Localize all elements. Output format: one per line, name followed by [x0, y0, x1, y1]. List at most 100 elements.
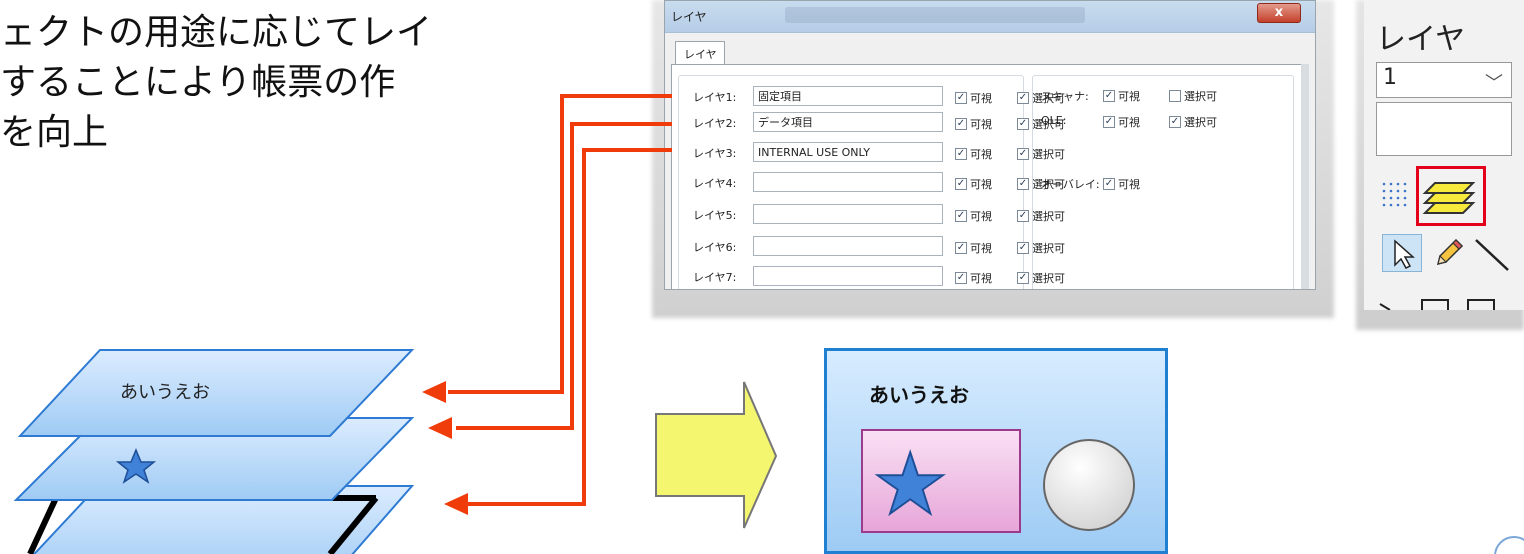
visible-checkbox[interactable]: 可視 — [955, 146, 992, 162]
chevron-down-icon: ﹀ — [1485, 73, 1503, 94]
checkbox-label: 可視 — [970, 148, 992, 161]
checkbox-label: 可視 — [970, 242, 992, 255]
checkbox-box[interactable] — [1017, 118, 1029, 130]
selectable-checkbox[interactable]: 選択可 — [1017, 208, 1065, 224]
combined-result-panel: あいうえお — [824, 348, 1168, 554]
star-icon — [115, 448, 157, 484]
selectable-checkbox[interactable]: 選択可 — [1017, 90, 1065, 106]
selectable-checkbox[interactable]: 選択可 — [1017, 176, 1065, 192]
slide-body-text: ェクトの用途に応じてレイ することにより帳票の作 を向上 — [0, 8, 432, 158]
line-tool-icon[interactable] — [1472, 236, 1512, 272]
layer-label: レイヤ7: — [693, 271, 737, 284]
layer-label: レイヤ4: — [693, 177, 737, 190]
corner-circle-icon — [1494, 536, 1524, 554]
selectable-checkbox[interactable]: 選択可 — [1017, 240, 1065, 256]
checkbox-box[interactable] — [955, 92, 967, 104]
ole-selectable-checkbox[interactable]: 選択可 — [1169, 114, 1217, 130]
ole-label: OLE: — [1041, 114, 1067, 127]
checkbox-label: 選択可 — [1032, 210, 1065, 223]
layer-row-1: レイヤ1: 可視 選択可 — [693, 86, 1065, 106]
layer-label: レイヤ5: — [693, 209, 737, 222]
overlay-label: オーバレイ: — [1041, 178, 1100, 191]
checkbox-label: 選択可 — [1184, 116, 1217, 129]
selectable-checkbox[interactable]: 選択可 — [1017, 270, 1065, 286]
overlay-visible-checkbox[interactable]: 可視 — [1103, 176, 1140, 192]
arrowhead-1 — [422, 381, 446, 403]
title-blur — [785, 7, 1085, 23]
close-button[interactable]: x — [1257, 3, 1301, 23]
visible-checkbox[interactable]: 可視 — [955, 90, 992, 106]
result-circle-shape — [1043, 439, 1135, 531]
visible-checkbox[interactable]: 可視 — [955, 176, 992, 192]
checkbox-label: 可視 — [970, 272, 992, 285]
checkbox-box[interactable] — [1103, 116, 1115, 128]
scanner-selectable-checkbox[interactable]: 選択可 — [1169, 88, 1217, 104]
visible-checkbox[interactable]: 可視 — [955, 240, 992, 256]
pencil-icon[interactable] — [1432, 236, 1466, 270]
checkbox-box[interactable] — [1169, 90, 1181, 102]
layers-icon — [1422, 182, 1476, 214]
checkbox-box[interactable] — [955, 210, 967, 222]
scrollbar[interactable] — [1301, 64, 1309, 289]
scanner-visible-checkbox[interactable]: 可視 — [1103, 88, 1140, 104]
layer-name-field[interactable] — [753, 204, 943, 224]
ole-row: OLE: 可視 選択可 — [1041, 112, 1291, 132]
checkbox-box[interactable] — [955, 242, 967, 254]
layer-label: レイヤ1: — [693, 91, 737, 104]
visible-checkbox[interactable]: 可視 — [955, 208, 992, 224]
slide-text-line-2: することにより帳票の作 — [0, 62, 396, 103]
layer-name-field[interactable] — [753, 142, 943, 162]
dialog-titlebar[interactable]: レイヤ x — [665, 1, 1315, 33]
checkbox-box[interactable] — [1017, 178, 1029, 190]
selectable-checkbox[interactable]: 選択可 — [1017, 116, 1065, 132]
checkbox-box[interactable] — [1017, 210, 1029, 222]
layer-name-field[interactable] — [753, 86, 943, 106]
pointer-tool-button[interactable] — [1382, 234, 1422, 272]
layer-select-value: 1 — [1383, 65, 1397, 90]
dots-grid-icon[interactable] — [1380, 180, 1410, 210]
checkbox-label: 選択可 — [1032, 242, 1065, 255]
checkbox-label: 選択可 — [1032, 178, 1065, 191]
layer-label: レイヤ2: — [693, 117, 737, 130]
checkbox-box[interactable] — [1017, 92, 1029, 104]
scanner-row: スキャナ: 可視 選択可 — [1041, 86, 1291, 106]
checkbox-label: 選択可 — [1032, 118, 1065, 131]
layer-name-field[interactable] — [753, 266, 943, 286]
layer-name-field[interactable] — [753, 236, 943, 256]
ole-visible-checkbox[interactable]: 可視 — [1103, 114, 1140, 130]
checkbox-label: 選択可 — [1032, 92, 1065, 105]
checkbox-box[interactable] — [1169, 116, 1181, 128]
layer-select[interactable]: 1 ﹀ — [1376, 62, 1512, 98]
checkbox-box[interactable] — [955, 178, 967, 190]
checkbox-box[interactable] — [955, 118, 967, 130]
palette-toolrow-1 — [1376, 166, 1512, 226]
slide-text-line-1: ェクトの用途に応じてレイ — [0, 12, 433, 53]
result-pink-box — [861, 429, 1021, 533]
star-icon — [874, 449, 946, 517]
layer-name-field[interactable] — [753, 172, 943, 192]
checkbox-label: 可視 — [1118, 116, 1140, 129]
layer-dialog: レイヤ x レイヤ レイヤ1: 可視 選択可 レイヤ2: 可視 選択可 レイヤ3… — [664, 0, 1316, 290]
layers-button[interactable] — [1416, 166, 1486, 226]
layer-label: レイヤ6: — [693, 241, 737, 254]
layer-name-field[interactable] — [753, 112, 943, 132]
checkbox-label: 可視 — [1118, 178, 1140, 191]
palette-title: レイヤ — [1376, 22, 1466, 57]
checkbox-box[interactable] — [1103, 178, 1115, 190]
layer-planes — [13, 349, 415, 554]
dialog-title: レイヤ — [671, 10, 707, 24]
checkbox-box[interactable] — [955, 272, 967, 284]
result-title: あいうえお — [869, 383, 969, 407]
checkbox-box[interactable] — [1017, 148, 1029, 160]
layer-row-5: レイヤ5: 可視 選択可 — [693, 204, 1065, 224]
visible-checkbox[interactable]: 可視 — [955, 270, 992, 286]
checkbox-box[interactable] — [1017, 272, 1029, 284]
checkbox-box[interactable] — [955, 148, 967, 160]
tab-layer[interactable]: レイヤ — [675, 41, 725, 65]
top-layer-text: あいうえお — [120, 382, 210, 403]
checkbox-box[interactable] — [1103, 90, 1115, 102]
visible-checkbox[interactable]: 可視 — [955, 116, 992, 132]
checkbox-box[interactable] — [1017, 242, 1029, 254]
selectable-checkbox[interactable]: 選択可 — [1017, 146, 1065, 162]
arrowhead-3 — [444, 493, 468, 515]
